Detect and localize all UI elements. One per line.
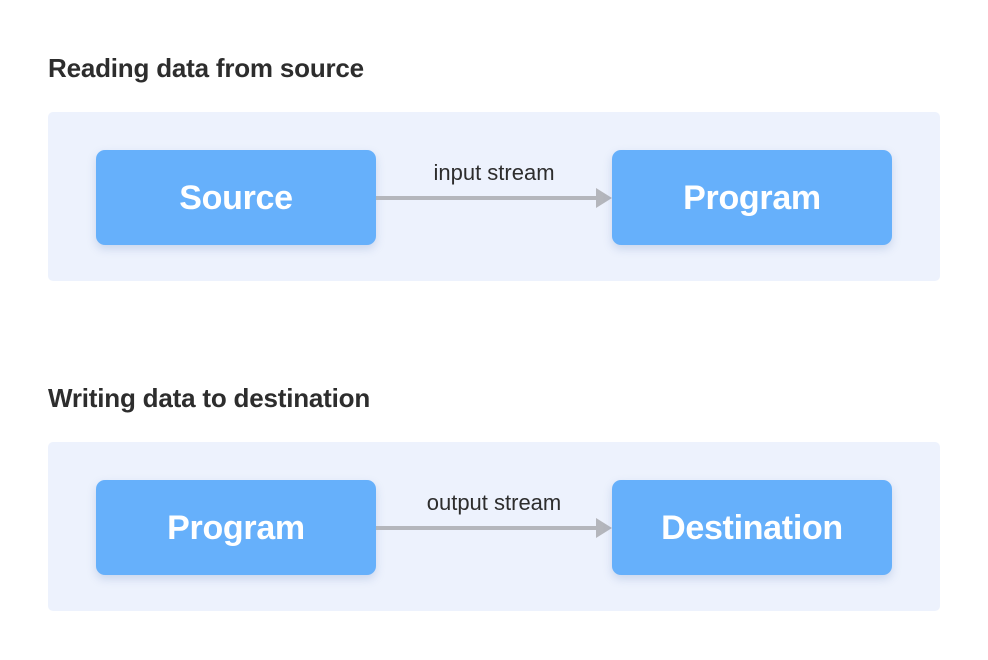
node-program-reading: Program [612,150,892,245]
node-destination: Destination [612,480,892,575]
node-source-label: Source [179,178,293,217]
node-program-writing: Program [96,480,376,575]
arrow-line-icon [376,526,600,530]
connector-label-input-stream: input stream [433,160,555,185]
section-heading-writing: Writing data to destination [48,383,370,413]
arrow-head-icon [596,518,612,538]
node-program-writing-label: Program [167,508,305,547]
arrow-line-icon [376,196,600,200]
connector-input-stream: input stream [376,150,612,245]
node-destination-label: Destination [661,508,843,547]
connector-output-stream: output stream [376,480,612,575]
diagram-panel-writing: Program output stream Destination [48,442,940,611]
connector-label-output-stream: output stream [426,490,562,515]
node-program-reading-label: Program [683,178,821,217]
arrow-head-icon [596,188,612,208]
diagram-panel-reading: Source input stream Program [48,112,940,281]
section-heading-reading: Reading data from source [48,53,364,83]
node-source: Source [96,150,376,245]
